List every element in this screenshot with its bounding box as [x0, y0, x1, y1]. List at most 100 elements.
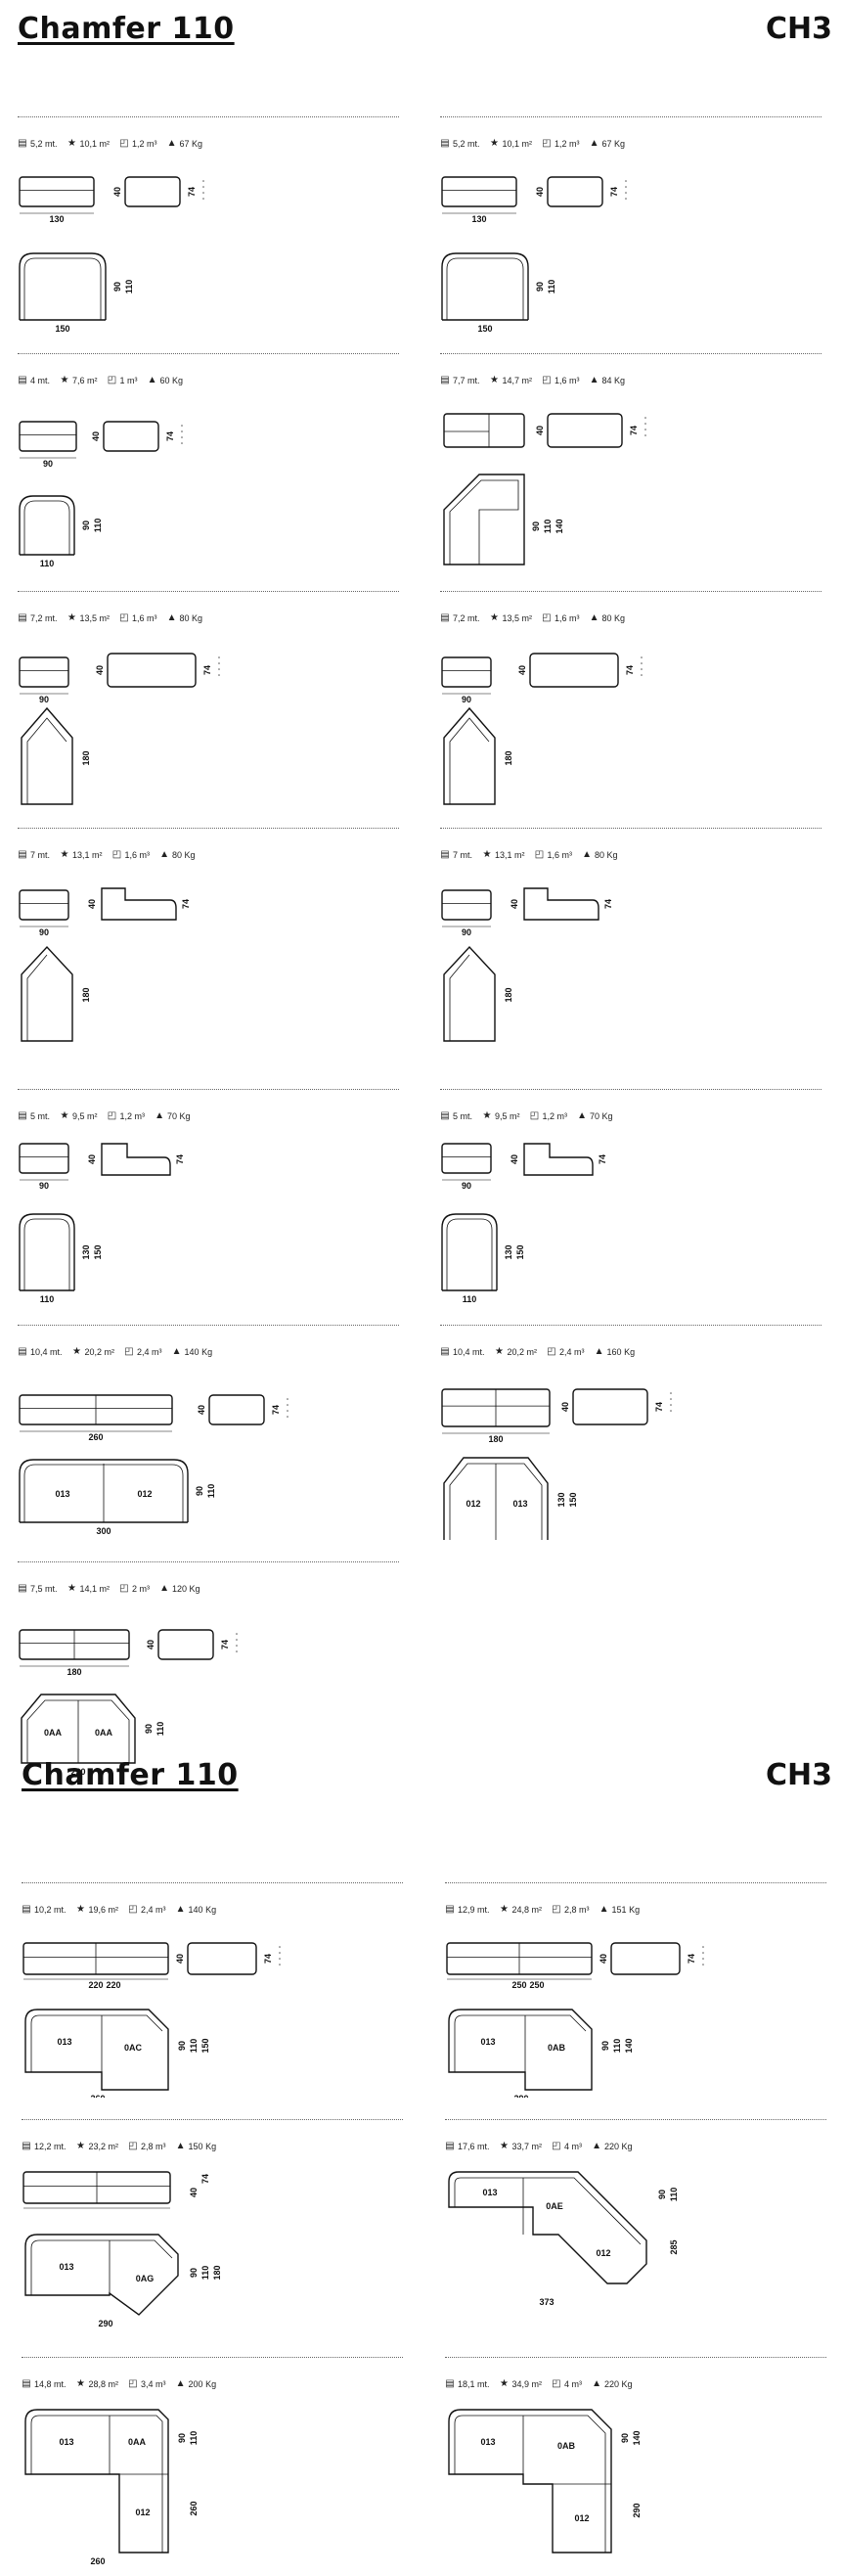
side-elevation	[187, 1942, 257, 1975]
package-volume-value: 2,4 m³	[137, 1347, 162, 1357]
plan-depth-dimension: 150	[93, 1244, 103, 1259]
package-volume-value: 2 m³	[132, 1584, 151, 1594]
module-code-label: 0AB	[548, 2043, 566, 2053]
weight-spec: ▲220 Kg	[592, 2378, 632, 2390]
front-elevation	[22, 1942, 169, 1975]
product-entry: ▤7 mt.★13,1 m²◰1,6 m³▲80 Kg904074110180	[18, 812, 399, 1042]
leather-area-spec: ★13,1 m²	[60, 850, 103, 861]
width-dimension: 180	[488, 1434, 503, 1444]
product-name-english	[18, 575, 399, 591]
product-specs: ▤10,2 mt.★19,6 m²◰2,4 m³▲140 Kg	[22, 1904, 403, 1916]
product-name-english	[440, 1309, 821, 1325]
weight-spec: ▲220 Kg	[592, 2142, 633, 2152]
front-elevation	[441, 1388, 551, 1427]
product-specs: ▤4 mt.★7,6 m²◰1 m³▲60 Kg	[18, 375, 399, 386]
leather-area-value: 14,7 m²	[502, 376, 533, 385]
leather-area-spec: ★10,1 m²	[67, 139, 110, 150]
product-specs: ▤7 mt.★13,1 m²◰1,6 m³▲80 Kg	[18, 849, 399, 861]
seat-height-dimension: 40	[95, 665, 105, 675]
weight-spec: ▲80 Kg	[167, 613, 202, 624]
side-elevation	[523, 1143, 594, 1176]
front-elevation	[443, 413, 525, 448]
plan-view	[443, 945, 496, 1042]
leather-area-spec: ★20,2 m²	[495, 1347, 537, 1358]
fabric-meters-spec: ▤7,2 mt.	[440, 613, 480, 624]
product-name-row	[445, 2119, 826, 2137]
package-volume-value: 3,4 m³	[141, 2379, 166, 2389]
fabric-meters-value: 12,2 mt.	[34, 2142, 67, 2151]
plan-width-dimension: 110	[463, 1294, 477, 1304]
front-elevation	[22, 2171, 171, 2204]
technical-drawing: 1804074012013220130150	[440, 1374, 812, 1540]
plan-width-dimension: 110	[40, 559, 55, 568]
fabric-meters-spec: ▤4 mt.	[18, 376, 50, 386]
side-elevation	[523, 887, 599, 921]
leather-star-icon: ★	[482, 1110, 492, 1121]
product-name-english	[18, 1546, 399, 1561]
leather-area-spec: ★33,7 m²	[500, 2142, 542, 2152]
weight-icon: ▲	[592, 2378, 601, 2389]
package-volume-value: 2,8 m³	[564, 1905, 590, 1915]
box-volume-icon: ◰	[552, 1904, 561, 1915]
package-volume-spec: ◰1,2 m³	[119, 139, 157, 150]
fabric-roll-icon: ▤	[445, 2378, 455, 2389]
product-name-english	[18, 812, 399, 828]
weight-spec: ▲200 Kg	[176, 2379, 216, 2390]
total-height-dimension: 74	[200, 2174, 210, 2184]
side-elevation	[208, 1394, 265, 1425]
package-volume-value: 1,2 m³	[132, 139, 157, 149]
total-height-dimension: 74	[263, 1954, 273, 1964]
leather-area-value: 20,2 m²	[84, 1347, 115, 1357]
total-height-dimension: 74	[629, 426, 639, 435]
product-specs: ▤10,4 mt.★20,2 m²◰2,4 m³▲140 Kg	[18, 1346, 399, 1358]
width-dimension: 90	[43, 459, 53, 469]
plan-view	[24, 2009, 169, 2091]
plan-depth-dimension: 180	[504, 750, 513, 765]
weight-value: 70 Kg	[590, 1111, 613, 1121]
width-dimension: 260	[88, 1432, 103, 1442]
side-elevation	[107, 653, 197, 688]
box-volume-icon: ◰	[111, 849, 122, 860]
plan-depth-dimension: 130	[504, 1244, 513, 1259]
plan-width-dimension: 150	[55, 324, 69, 332]
product-specs: ▤10,4 mt.★20,2 m²◰2,4 m³▲160 Kg	[440, 1346, 821, 1358]
product-name-row	[18, 116, 399, 134]
weight-value: 220 Kg	[604, 2142, 633, 2151]
product-name-english	[440, 101, 821, 116]
total-height-dimension: 74	[687, 1954, 696, 1964]
fabric-roll-icon: ▤	[445, 1904, 455, 1915]
plan-depth-dimension: 90	[81, 520, 91, 530]
leather-area-value: 10,1 m²	[502, 139, 533, 149]
leather-star-icon: ★	[60, 375, 69, 385]
package-volume-spec: ◰1,6 m³	[542, 613, 579, 624]
module-code-label: 0AA	[128, 2437, 147, 2447]
weight-icon: ▲	[159, 1583, 169, 1594]
total-height-dimension: 74	[271, 1405, 281, 1415]
plan-depth-dimension: 90	[177, 2433, 187, 2443]
total-height-dimension: 74	[165, 431, 175, 441]
plan-depth-dimension: 90	[189, 2268, 199, 2278]
product-specs: ▤17,6 mt.★33,7 m²◰4 m³▲220 Kg	[445, 2141, 826, 2152]
plan-depth-dimension: 90	[177, 2041, 187, 2051]
seat-height-dimension: 40	[87, 899, 97, 909]
module-code-label: 013	[480, 2037, 495, 2047]
fabric-meters-value: 7,2 mt.	[453, 613, 480, 623]
module-code-label: 0AE	[546, 2201, 563, 2211]
leather-area-spec: ★14,1 m²	[67, 1584, 110, 1595]
weight-spec: ▲160 Kg	[595, 1347, 635, 1358]
module-code-label: 012	[596, 2248, 610, 2258]
plan-depth-dimension: 110	[155, 1722, 165, 1737]
fabric-meters-spec: ▤7,5 mt.	[18, 1584, 57, 1595]
fabric-meters-value: 10,2 mt.	[34, 1905, 67, 1915]
seat-height-dimension: 40	[510, 1154, 519, 1164]
plan-view	[21, 1694, 136, 1764]
leather-area-spec: ★13,5 m²	[67, 613, 110, 624]
